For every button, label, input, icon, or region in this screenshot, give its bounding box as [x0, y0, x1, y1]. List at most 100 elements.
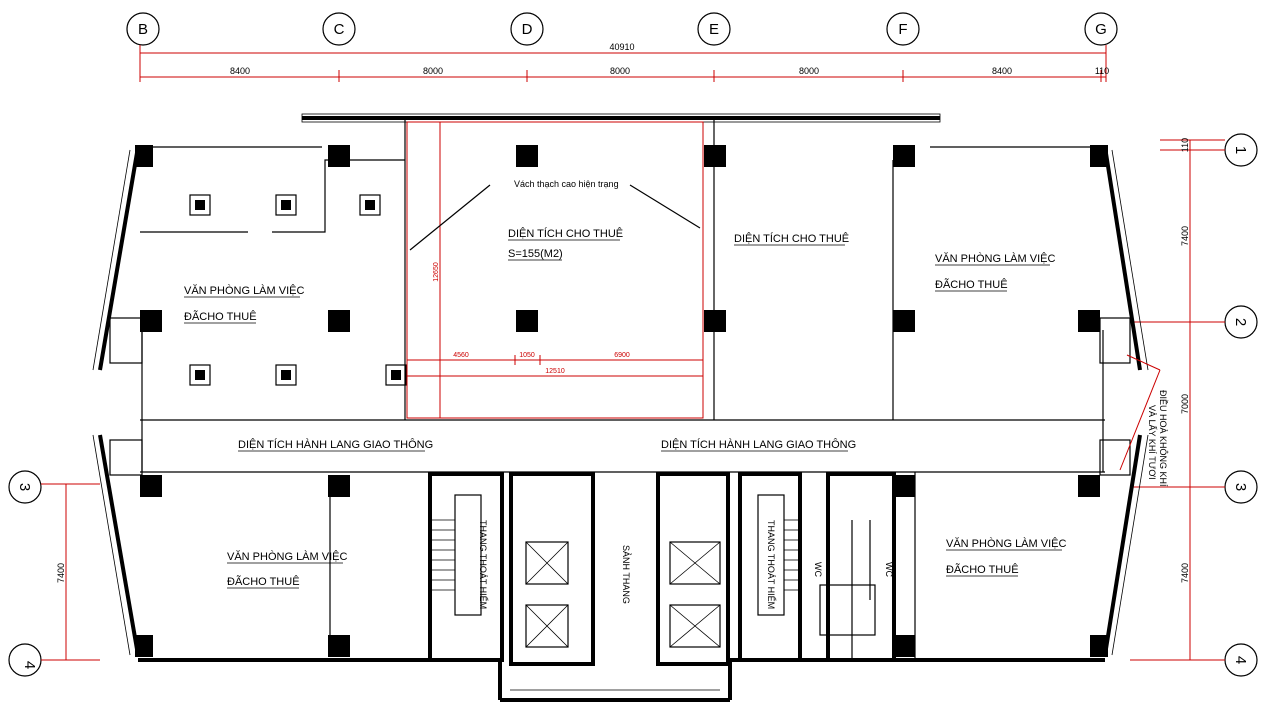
- dim-rental-sub-3: 6900: [614, 352, 630, 359]
- grid-bubble-c: C: [322, 12, 356, 46]
- grid-label-4-right: 4: [1232, 656, 1249, 664]
- column: [328, 310, 350, 332]
- office-sw-status: ĐÃCHO THUÊ: [227, 575, 300, 588]
- grid-bubble-3-left: 3: [8, 470, 42, 504]
- column: [893, 310, 915, 332]
- right-dimensions: 110 7400 7000 7400: [1130, 138, 1225, 661]
- column: [1078, 310, 1100, 332]
- dim-rental-sub-2: 1050: [519, 352, 535, 359]
- elevator: [669, 604, 721, 648]
- dim-right-1-2: 7400: [1180, 226, 1190, 246]
- grid-label-2: 2: [1232, 318, 1249, 326]
- dim-rental-sub-1: 4560: [453, 352, 469, 359]
- grid-bubble-4-right: 4: [1224, 643, 1258, 677]
- dim-span-ef: 8000: [799, 66, 819, 76]
- wc-block: [819, 472, 896, 662]
- elevator: [525, 541, 569, 585]
- shafts: [109, 317, 1131, 476]
- rental-area-size: S=155(M2): [508, 248, 563, 260]
- grid-bubble-4-left: 4: [8, 643, 42, 677]
- grid-label-1: 1: [1232, 146, 1249, 154]
- corridor-left-label: DIỆN TÍCH HÀNH LANG GIAO THÔNG: [238, 438, 433, 451]
- grid-bubble-1: 1: [1224, 133, 1258, 167]
- column: [328, 475, 350, 497]
- column: [516, 310, 538, 332]
- column: [893, 635, 915, 657]
- building-outline: [92, 113, 1149, 702]
- office-nw-status: ĐÃCHO THUÊ: [184, 310, 257, 323]
- grid-label-e: E: [709, 21, 719, 38]
- column: [1090, 145, 1108, 167]
- rental-area-title: DIỆN TÍCH CHO THUÊ: [508, 227, 623, 240]
- column: [1078, 475, 1100, 497]
- column: [135, 635, 153, 657]
- column: [328, 635, 350, 657]
- dim-span-bc: 8400: [230, 66, 250, 76]
- column: [893, 145, 915, 167]
- column: [328, 145, 350, 167]
- office-ne-status: ĐÃCHO THUÊ: [935, 278, 1008, 291]
- lift-lobby-label: SẢNH THANG: [621, 545, 632, 604]
- grid-label-g: G: [1095, 21, 1107, 38]
- office-se-title: VĂN PHÒNG LÀM VIỆC: [946, 537, 1066, 550]
- top-dimensions: 40910 8400 8000 8000 8000 8400 110: [139, 42, 1109, 82]
- office-sw-title: VĂN PHÒNG LÀM VIỆC: [227, 550, 347, 563]
- grid-row-markers-right: 1 2 3 4: [1224, 133, 1258, 677]
- dim-span-fg: 8400: [992, 66, 1012, 76]
- dim-right-3-4: 7400: [1180, 563, 1190, 583]
- wc-label-1: WC: [813, 562, 823, 577]
- elevator: [525, 604, 569, 648]
- elevator: [669, 541, 721, 585]
- partitions: [140, 118, 1104, 660]
- stair-right-label: THANG THOÁT HIỂM: [766, 520, 777, 609]
- dim-total-width: 40910: [609, 42, 634, 52]
- grid-bubble-d: D: [510, 12, 544, 46]
- hvac-label-1: ĐIỀU HOÀ KHÔNG KHÍ: [1158, 390, 1168, 487]
- hvac-label-2: VÀ LẤY KHÍ TƯƠI: [1147, 405, 1157, 480]
- core: [428, 472, 802, 666]
- column: [140, 310, 162, 332]
- rental-area-2-title: DIỆN TÍCH CHO THUÊ: [734, 232, 849, 245]
- office-nw-title: VĂN PHÒNG LÀM VIỆC: [184, 284, 304, 297]
- grid-bubble-2: 2: [1224, 305, 1258, 339]
- column: [516, 145, 538, 167]
- grid-bubble-f: F: [886, 12, 920, 46]
- dim-left-3-4: 7400: [56, 563, 66, 583]
- dim-span-de: 8000: [610, 66, 630, 76]
- grid-label-3-right: 3: [1232, 483, 1249, 491]
- grid-label-d: D: [522, 21, 533, 38]
- grid-bubble-e: E: [697, 12, 731, 46]
- dim-edge-right: 110: [1095, 66, 1109, 76]
- dim-span-cd: 8000: [423, 66, 443, 76]
- rental-area-box: 12650 4560 1050 6900 12510: [406, 121, 704, 419]
- corridor-right-label: DIỆN TÍCH HÀNH LANG GIAO THÔNG: [661, 438, 856, 451]
- stair-left-label: THANG THOÁT HIỂM: [478, 520, 489, 609]
- column: [1090, 635, 1108, 657]
- ceiling-fixtures: [189, 194, 407, 386]
- column: [135, 145, 153, 167]
- label-underlines: [184, 239, 1062, 589]
- room-labels: Vách thạch cao hiện trạng DIỆN TÍCH CHO …: [184, 179, 1168, 609]
- gypsum-wall-note: Vách thạch cao hiện trạng: [514, 179, 619, 189]
- dim-rental-total: 12510: [545, 368, 565, 375]
- dim-right-2-3: 7000: [1180, 394, 1190, 414]
- office-se-status: ĐÃCHO THUÊ: [946, 563, 1019, 576]
- structural-columns: [135, 145, 1108, 657]
- grid-label-c: C: [334, 21, 345, 38]
- column: [704, 310, 726, 332]
- grid-column-markers: B C D E F G: [126, 12, 1118, 46]
- column: [140, 475, 162, 497]
- grid-label-4-left: 4: [21, 661, 38, 669]
- grid-row-markers-left: 3 4 7400: [8, 470, 100, 677]
- grid-label-3-left: 3: [16, 483, 33, 491]
- grid-bubble-g: G: [1084, 12, 1118, 46]
- dim-right-edge: 110: [1180, 138, 1190, 152]
- grid-label-f: F: [898, 21, 907, 38]
- office-ne-title: VĂN PHÒNG LÀM VIỆC: [935, 252, 1055, 265]
- grid-label-b: B: [138, 21, 148, 38]
- wc-label-2: WC: [884, 562, 894, 577]
- grid-bubble-b: B: [126, 12, 160, 46]
- grid-bubble-3-right: 3: [1224, 470, 1258, 504]
- dim-rental-height: 12650: [433, 262, 440, 282]
